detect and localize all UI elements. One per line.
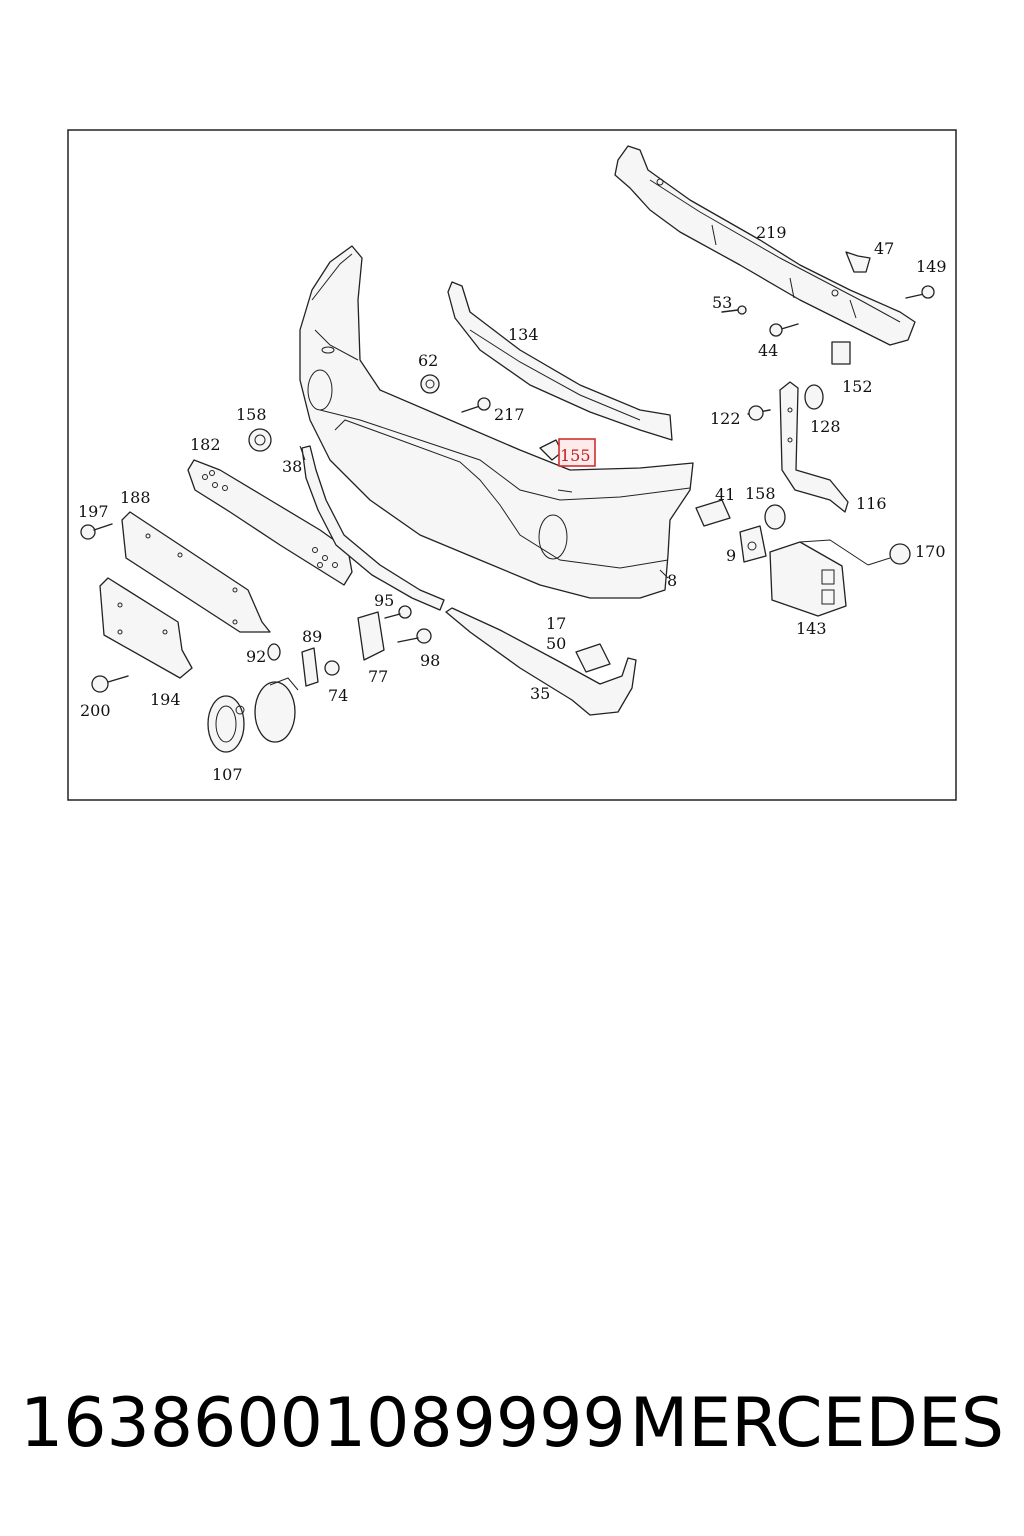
label-89: 89 (302, 627, 322, 646)
label-74: 74 (328, 686, 348, 705)
label-77: 77 (368, 667, 388, 686)
part-35-lower-strip (445, 607, 637, 716)
label-128: 128 (810, 417, 841, 436)
part-134-absorber (447, 281, 673, 441)
part-188-bracket (121, 511, 271, 633)
label-134: 134 (508, 325, 539, 344)
label-182: 182 (190, 435, 221, 454)
part-8-bumper-cover (299, 245, 694, 599)
footer-caption: 16386001089999 MERCEDES (20, 1378, 1004, 1468)
label-194: 194 (150, 690, 181, 709)
label-200: 200 (80, 701, 111, 720)
label-95: 95 (374, 591, 394, 610)
label-116: 116 (856, 494, 887, 513)
part-219-crossmember (614, 145, 916, 346)
label-152: 152 (842, 377, 873, 396)
fasteners (80, 251, 935, 693)
label-50: 50 (546, 634, 566, 653)
label-17: 17 (546, 614, 566, 633)
label-170: 170 (915, 542, 946, 561)
part-number: 16386001089999 (20, 1383, 626, 1463)
brand-name: MERCEDES (629, 1383, 1004, 1463)
label-38: 38 (282, 457, 302, 476)
label-98: 98 (420, 651, 440, 670)
label-62: 62 (418, 351, 438, 370)
label-47: 47 (874, 239, 894, 258)
label-188: 188 (120, 488, 151, 507)
label-8: 8 (667, 571, 677, 590)
label-35: 35 (530, 684, 550, 703)
label-155[interactable]: 155 (560, 446, 591, 465)
label-92: 92 (246, 647, 266, 666)
label-41: 41 (715, 485, 735, 504)
part-9-plate (739, 525, 767, 563)
diagram-frame (67, 129, 957, 801)
label-149: 149 (916, 257, 947, 276)
label-158: 158 (236, 405, 267, 424)
part-38-strip (301, 445, 445, 611)
label-197: 197 (78, 502, 109, 521)
part-116-support (779, 381, 849, 513)
part-107-fog-lamps (207, 677, 299, 753)
leader-lines (299, 445, 669, 579)
highlight-box-155 (558, 438, 596, 467)
label-53: 53 (712, 293, 732, 312)
parts-diagram: 219 47 149 53 44 152 134 62 217 122 128 … (67, 129, 957, 801)
label-219: 219 (756, 223, 787, 242)
label-217: 217 (494, 405, 525, 424)
part-194-plate-holder (99, 577, 193, 679)
part-182-grille (187, 459, 353, 586)
label-143: 143 (796, 619, 827, 638)
part-143-bracket (769, 539, 869, 617)
label-158-right: 158 (745, 484, 776, 503)
label-122: 122 (710, 409, 741, 428)
label-44: 44 (758, 341, 778, 360)
label-9: 9 (726, 546, 736, 565)
label-107: 107 (212, 765, 243, 784)
